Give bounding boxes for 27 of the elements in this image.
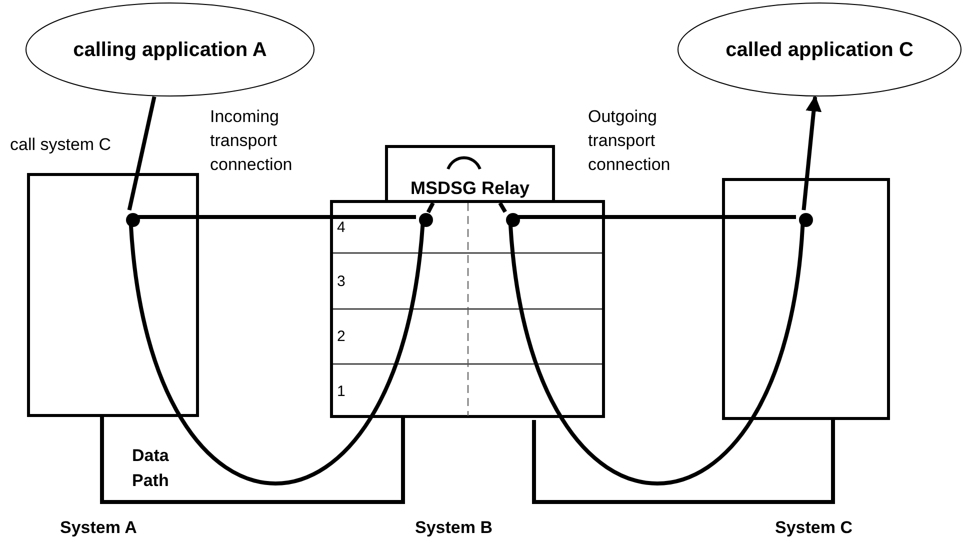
layer-number: 2 <box>337 327 346 347</box>
layer-number: 4 <box>337 218 346 238</box>
system-box <box>27 173 199 417</box>
connector-line <box>517 215 796 219</box>
layer-number: 1 <box>337 382 346 402</box>
connection-label: Outgoing transport connection <box>588 106 672 176</box>
application-label: called application C <box>726 38 914 62</box>
application-label: calling application A <box>73 38 267 62</box>
relay-label: MSDSG Relay <box>410 177 530 199</box>
system-label: System C <box>775 517 852 539</box>
system-box <box>330 200 605 418</box>
connector-line <box>128 224 425 485</box>
system-box <box>722 178 890 420</box>
system-label: System B <box>415 517 492 539</box>
application-ellipse <box>25 2 315 97</box>
path-label: Data Path <box>132 445 170 492</box>
connector-line <box>127 96 156 210</box>
connection-label: Incoming transport connection <box>210 106 294 176</box>
arrow <box>802 95 822 210</box>
system-label: System A <box>60 517 137 539</box>
connector-line <box>137 215 416 219</box>
connector-line <box>498 202 507 213</box>
application-ellipse <box>677 2 962 97</box>
relay-box <box>385 145 555 203</box>
connector-line <box>508 224 805 485</box>
layer-number: 3 <box>337 272 346 292</box>
connector-line <box>426 202 435 214</box>
